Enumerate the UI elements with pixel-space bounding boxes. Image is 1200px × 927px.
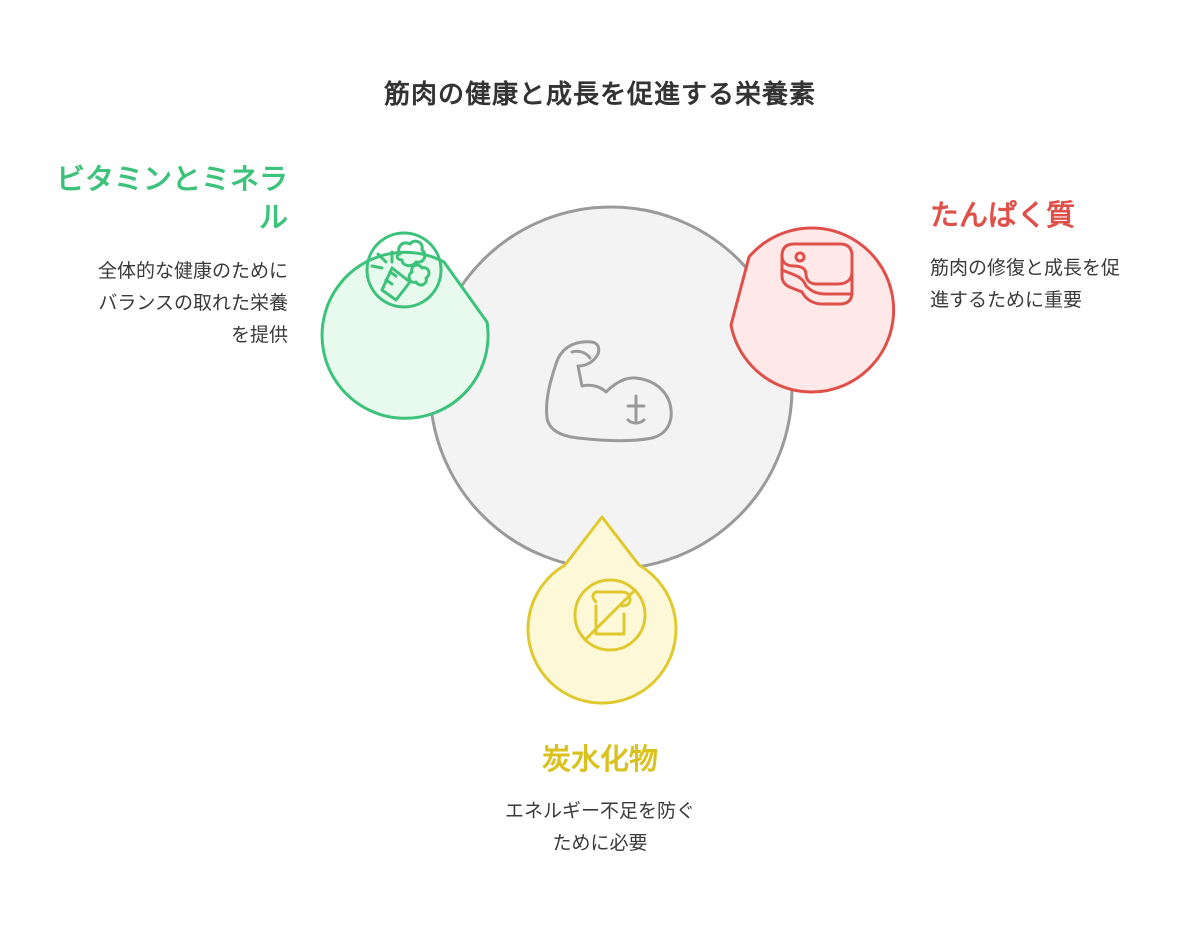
meat-icon [780,242,854,306]
diagram-title: 筋肉の健康と成長を促進する栄養素 [383,80,816,110]
vitamins-drop [320,250,490,420]
vitamins-desc-line3: を提供 [230,324,288,346]
carbs-description: エネルギー不足を防ぐ ために必要 [440,795,760,859]
vitamins-heading: ビタミンとミネラ ル [28,160,288,236]
carbs-heading: 炭水化物 [541,742,658,776]
protein-desc-line1: 筋肉の修復と成長を促 [930,257,1121,279]
carbs-drop [526,515,678,705]
no-bread-icon [573,578,647,652]
flexed-arm-icon [545,340,673,443]
vitamins-desc-line1: 全体的な健康のために [97,260,288,282]
protein-desc-line2: 進するために重要 [930,289,1083,311]
vitamins-description: 全体的な健康のために バランスの取れた栄養 を提供 [28,255,288,351]
vitamins-heading-line1: ビタミンとミネラ [55,162,288,196]
protein-heading: たんぱく質 [930,198,1076,232]
carbs-desc-line1: エネルギー不足を防ぐ [504,800,695,822]
vitamins-desc-line2: バランスの取れた栄養 [98,292,288,314]
vitamins-heading-line2: ル [258,200,288,234]
vegetables-icon [365,231,443,309]
protein-drop [729,226,896,394]
protein-description: 筋肉の修復と成長を促 進するために重要 [930,252,1180,316]
carbs-desc-line2: ために必要 [552,832,648,854]
